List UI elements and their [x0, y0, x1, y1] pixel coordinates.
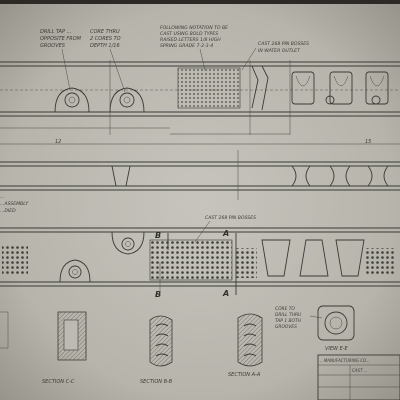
dim-12: 12 — [55, 139, 61, 145]
lower-grate — [149, 239, 233, 281]
lower-boss-1 — [59, 259, 91, 283]
view-ee-label: VIEW E-E — [325, 346, 349, 352]
lower-plan-view: B A A B — [0, 227, 400, 299]
note-drill-top-line-2: OPPOSITE FROM — [40, 36, 82, 42]
lower-cells — [261, 239, 365, 277]
note-core-top: CORE THRU 2 CORES TO DEPTH 1/16 — [90, 29, 126, 93]
section-aa-drawing: SECTION A-A — [228, 313, 263, 378]
section-cc-label: SECTION C-C — [42, 379, 75, 385]
note-cast-top-line-1: CAST 268 PIN BOSSES — [258, 41, 309, 47]
note-drill-top: DRILL TAP ... OPPOSITE FROM GROOVES — [40, 29, 82, 91]
title-company: ...MANUFACTURING CO... — [320, 358, 370, 363]
top-plan-view — [0, 60, 400, 135]
top-grate — [177, 67, 241, 109]
section-marker-a-top: A — [222, 229, 229, 238]
note-core-top-line-2: 2 CORES TO — [90, 36, 121, 42]
note-left-mid-line-3: ...DIED — [0, 208, 16, 214]
note-core-top-line-1: CORE THRU — [90, 29, 120, 35]
dimension-lines: 12 15 — [0, 127, 400, 145]
top-boss-1 — [54, 87, 90, 113]
note-left-mid-line-1: ... — [0, 195, 4, 200]
section-marker-a-bottom: A — [222, 289, 229, 298]
note-core-right-line-4: GROOVES — [275, 324, 297, 330]
section-bb-drawing: SECTION B-B — [140, 315, 173, 385]
note-following: FOLLOWING NOTATION TO BE CAST USING BOLD… — [160, 25, 228, 71]
note-following-line-2: CAST USING BOLD TYPES — [160, 31, 218, 37]
note-drill-top-line-1: DRILL TAP ... — [40, 29, 71, 35]
section-bb-label: SECTION B-B — [140, 379, 173, 385]
note-following-line-3: RAISED LETTERS 1/8 HIGH — [160, 37, 221, 43]
note-cast-mid: CAST 268 PIN BOSSES — [194, 215, 256, 243]
note-following-line-4: SPRING GRADE 7-2-3-4 — [160, 43, 213, 49]
top-cells — [291, 71, 389, 105]
note-cast-top: CAST 268 PIN BOSSES IN WATER OUTLET — [241, 41, 309, 71]
note-cast-mid-line-1: CAST 268 PIN BOSSES — [205, 215, 256, 221]
lower-boss-2 — [111, 231, 145, 255]
note-core-right-line-2: DRILL THRU — [275, 312, 302, 318]
title-part: CAST ... — [352, 368, 368, 373]
note-core-right-line-1: CORE TO — [275, 306, 295, 312]
middle-side-view — [0, 150, 400, 200]
dim-15: 15 — [365, 139, 371, 145]
note-core-top-line-3: DEPTH 1/16 — [90, 43, 120, 49]
note-drill-top-line-3: GROOVES — [40, 43, 66, 49]
title-block: ...MANUFACTURING CO... CAST ... — [317, 354, 400, 400]
section-cc-drawing: SECTION C-C — [42, 311, 87, 385]
view-ee-drawing: VIEW E-E — [317, 305, 355, 352]
note-left-mid-line-2: ...ASSEMBLY — [0, 201, 29, 207]
note-left-mid: ... ...ASSEMBLY ...DIED — [0, 195, 29, 214]
section-marker-b-bottom: B — [155, 290, 161, 299]
note-core-right-line-3: TAP 1 BOTH — [275, 318, 302, 324]
section-marker-b: B — [155, 231, 161, 240]
top-boss-2 — [109, 87, 145, 113]
note-core-right: CORE TO DRILL THRU TAP 1 BOTH GROOVES — [275, 306, 323, 330]
note-following-line-1: FOLLOWING NOTATION TO BE — [160, 25, 228, 31]
section-aa-label: SECTION A-A — [228, 372, 261, 378]
note-cast-top-line-2: IN WATER OUTLET — [258, 48, 301, 54]
